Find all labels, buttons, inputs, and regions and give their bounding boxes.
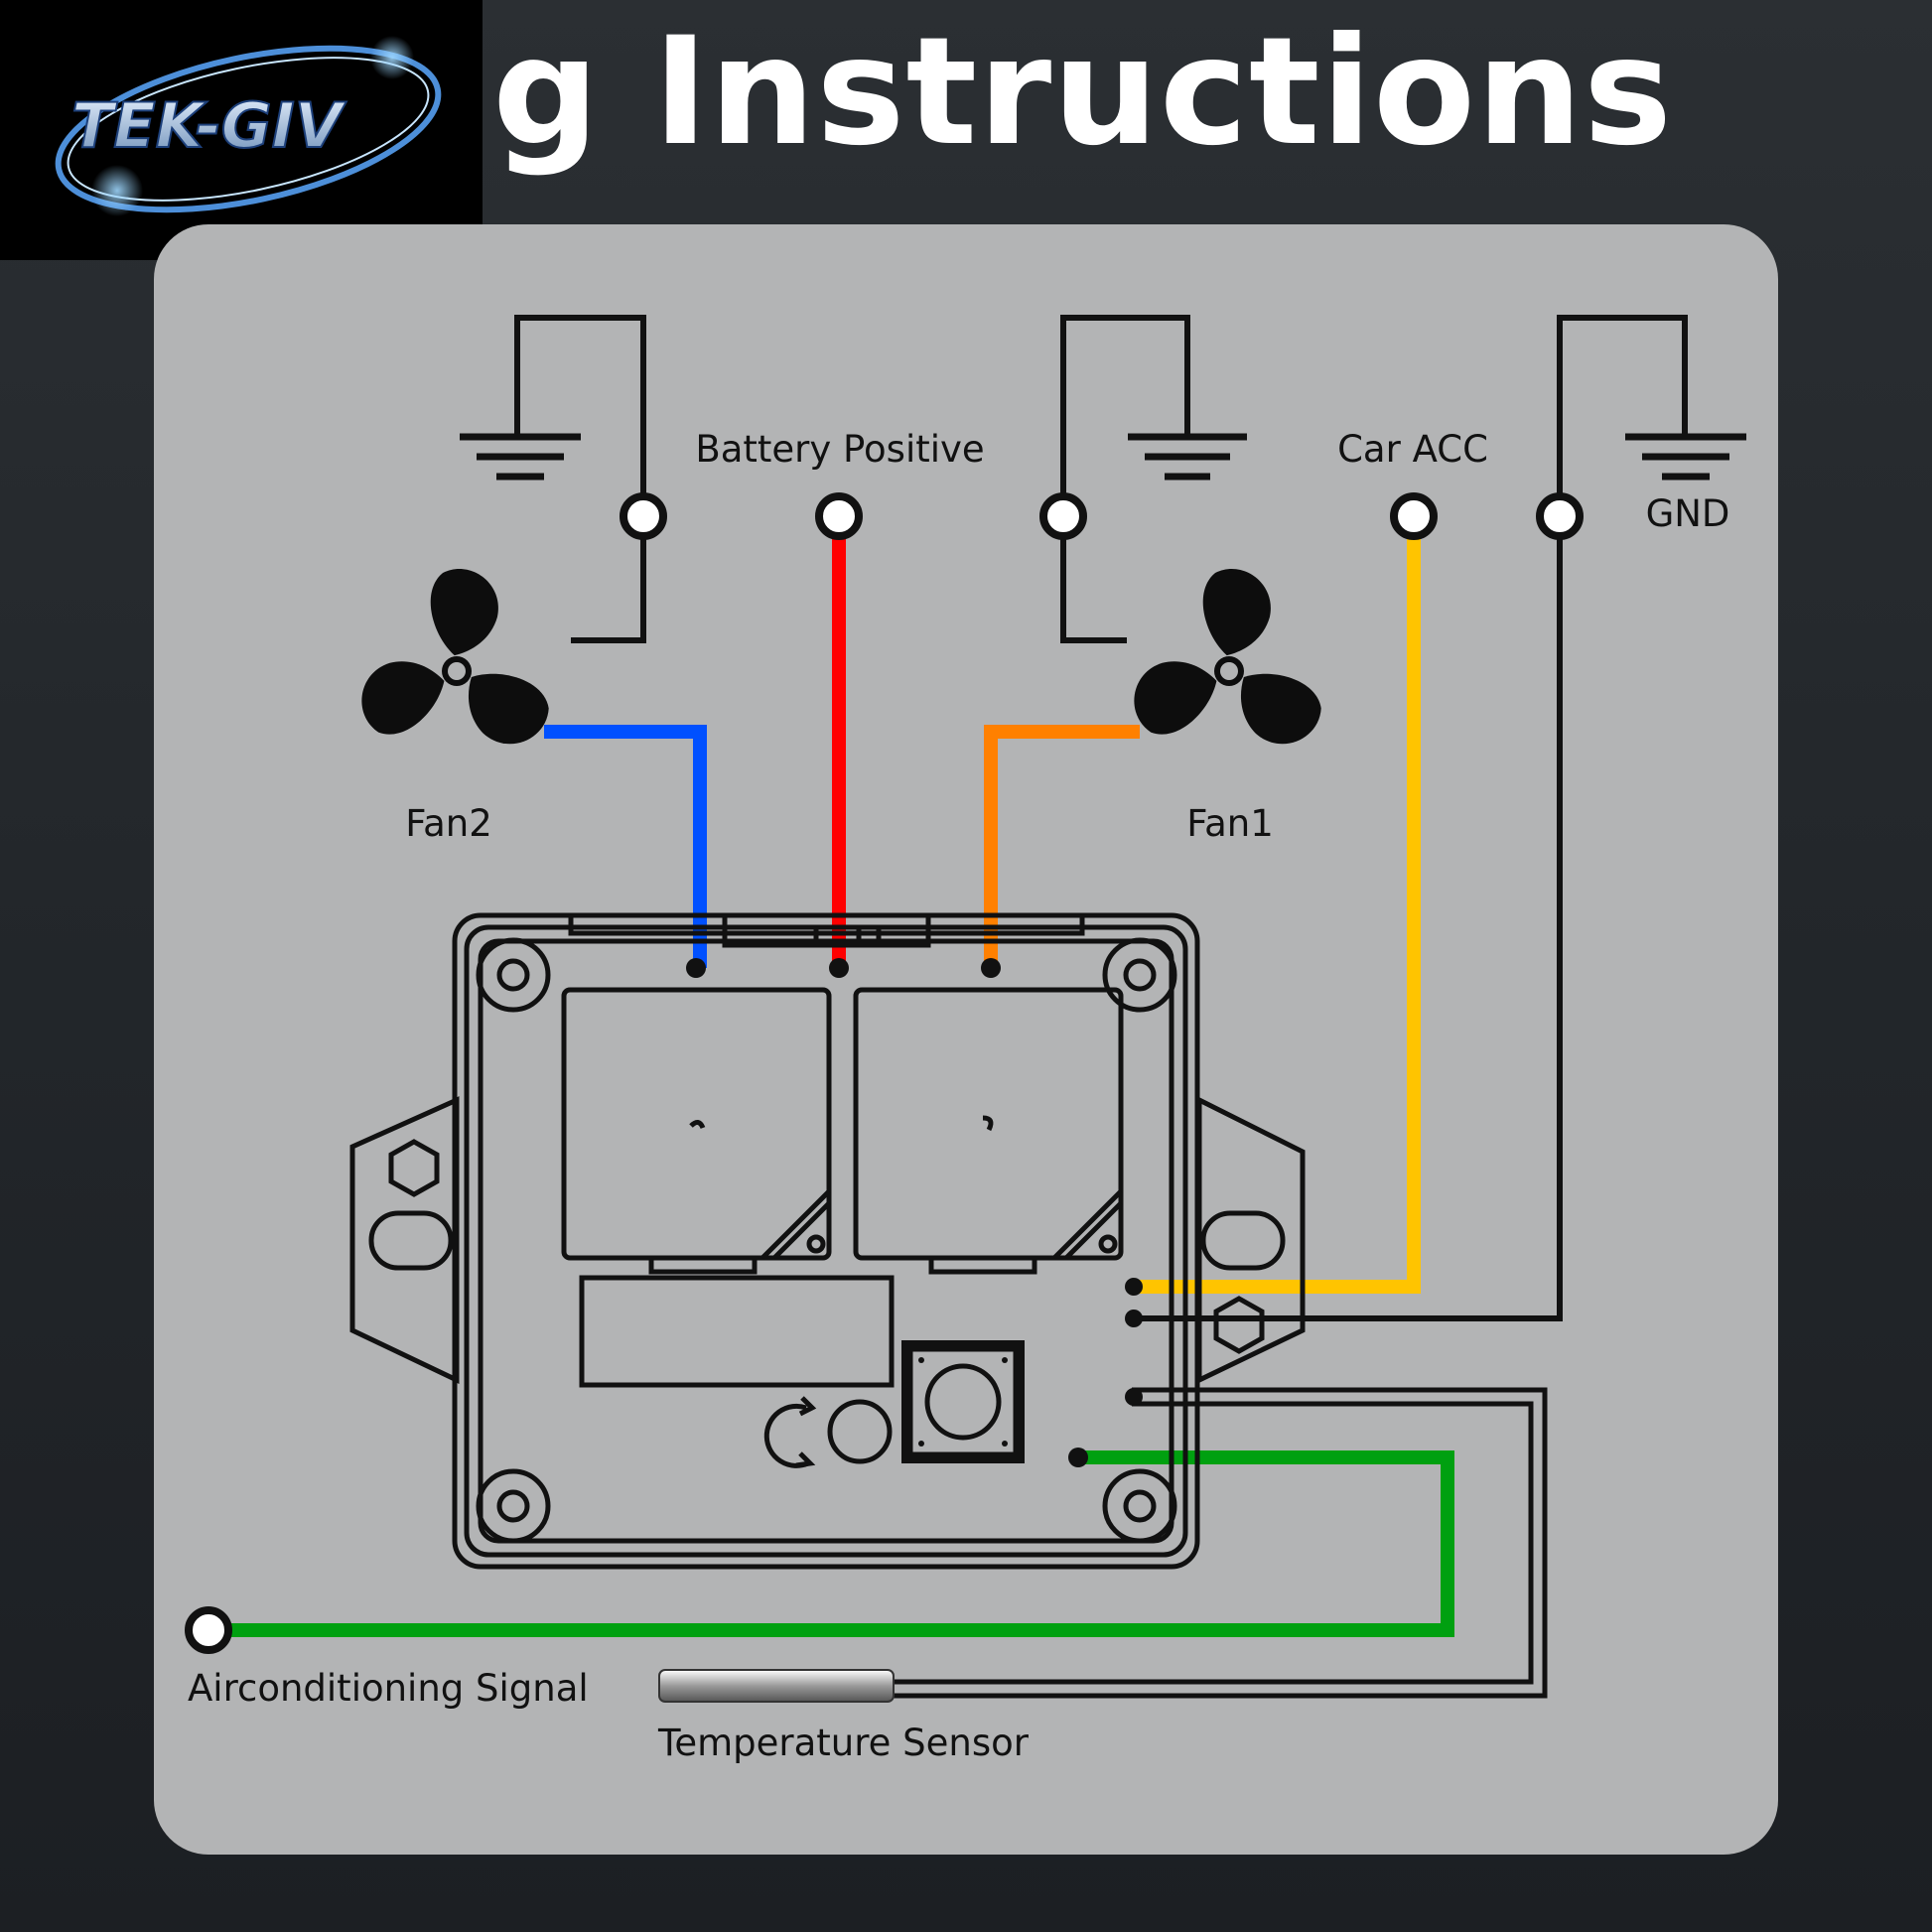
aircon-signal-label: Airconditioning Signal — [188, 1667, 589, 1710]
diagram-panel — [154, 224, 1778, 1855]
battery-positive-terminal — [815, 492, 863, 540]
aircon-signal-wire — [210, 1450, 1454, 1637]
fan2-ground-terminal — [620, 492, 667, 540]
car-acc-terminal — [1390, 492, 1438, 540]
controller-module — [349, 912, 1306, 1570]
ground-wiring — [514, 315, 1688, 1321]
acc-wire — [1134, 516, 1421, 1294]
push-button-corners — [918, 1357, 1008, 1447]
car-acc-label: Car ACC — [1337, 428, 1488, 471]
connection-points — [686, 958, 1143, 1467]
gnd-label: GND — [1646, 492, 1730, 535]
fan1-ground-terminal — [1039, 492, 1087, 540]
temperature-sensor-label: Temperature Sensor — [657, 1722, 1030, 1764]
logo-text: TEK-GIV — [71, 89, 347, 162]
push-button-cap — [924, 1363, 1002, 1441]
battery-positive-label: Battery Positive — [695, 428, 984, 471]
fan2-icon — [345, 563, 557, 757]
ground-symbols — [460, 433, 1746, 481]
terminals — [185, 492, 1584, 1654]
gnd-terminal — [1536, 492, 1584, 540]
brand-logo: TEK-GIV — [0, 0, 483, 260]
fan1-icon — [1118, 563, 1329, 757]
page-title: ring Instructions — [258, 6, 1674, 179]
temperature-sensor-probe — [658, 1669, 895, 1703]
fan1-wire — [984, 725, 1140, 968]
logo-swoosh: TEK-GIV — [55, 36, 442, 216]
fan2-label: Fan2 — [405, 802, 492, 845]
aircon-signal-terminal — [185, 1606, 232, 1654]
fan1-label: Fan1 — [1186, 802, 1274, 845]
fan2-wire — [544, 725, 707, 968]
temp-sensor-wire — [894, 1387, 1548, 1699]
